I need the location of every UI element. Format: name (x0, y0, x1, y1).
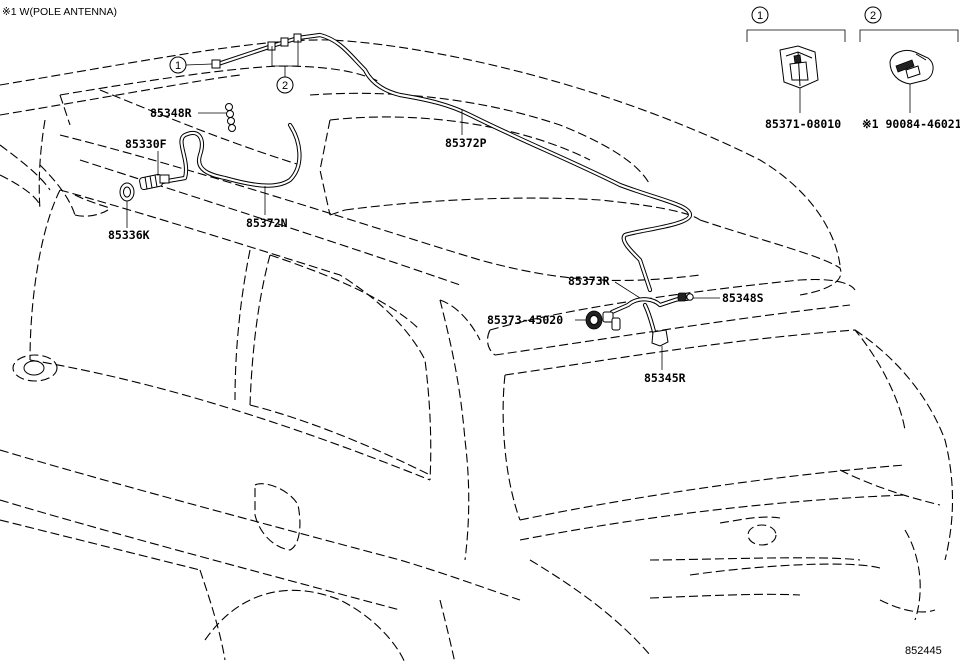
label-85348s: 85348S (722, 291, 764, 305)
callout-2-text: 2 (282, 80, 288, 92)
legend-item-2: 2 ※1 90084-46021 (859, 6, 960, 131)
connector-85345r (651, 329, 669, 347)
label-85345r: 85345R (644, 371, 686, 385)
label-85336k: 85336K (108, 228, 150, 242)
callout-2: 2 (271, 40, 299, 94)
label-85348r: 85348R (150, 106, 192, 120)
callout-1-text: 1 (175, 60, 181, 72)
legend-item-1-marker: 1 (757, 10, 763, 22)
label-85330f: 85330F (125, 137, 167, 151)
connector-85348s (677, 292, 694, 302)
legend-item-2-marker: 2 (870, 10, 876, 22)
label-85373r: 85373R (568, 274, 610, 288)
antenna-cable-85372p (212, 32, 693, 293)
connector-85330f (139, 173, 170, 191)
legend-item-1-part: 85371-08010 (765, 117, 841, 131)
clip-icon (779, 45, 819, 89)
header-note: ※1 W(POLE ANTENNA) (2, 6, 117, 18)
label-85372n: 85372N (246, 216, 288, 230)
cable-clamps (211, 33, 302, 132)
label-85372p: 85372P (445, 136, 487, 150)
vehicle-outline (0, 39, 954, 663)
antenna-cable-85372n (159, 122, 302, 188)
connector-85373-45020 (585, 310, 621, 331)
clamp-icon (889, 49, 934, 85)
callout-1: 1 (169, 56, 213, 74)
grommet-85336k (119, 182, 135, 202)
antenna-cable-85373r (609, 295, 693, 338)
legend-item-2-part: ※1 90084-46021 (862, 117, 960, 131)
label-85373-45020: 85373-45020 (487, 313, 563, 327)
diagram-id: 852445 (905, 645, 942, 657)
legend-item-1: 1 85371-08010 (746, 6, 846, 131)
